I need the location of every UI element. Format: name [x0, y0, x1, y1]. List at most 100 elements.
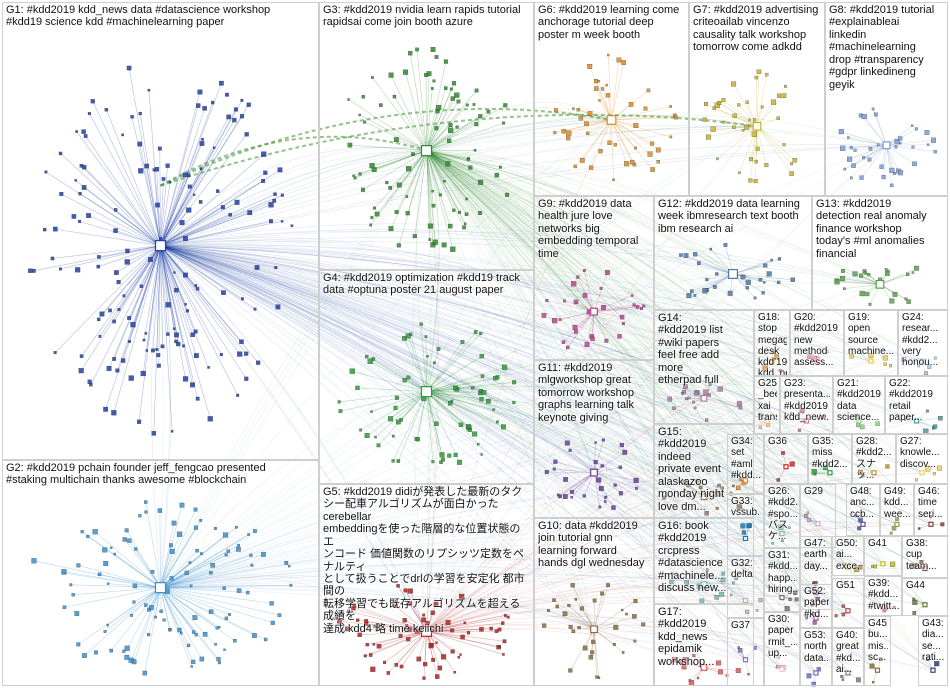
node [168, 628, 172, 632]
inter-group-edge [160, 245, 783, 598]
inter-group-edge [426, 538, 746, 632]
node [261, 178, 266, 183]
node [843, 167, 847, 171]
edge [861, 145, 887, 178]
node [407, 627, 412, 632]
edge [87, 536, 161, 588]
edge [593, 629, 635, 642]
node [50, 256, 55, 261]
group-box-g49: G49: kdd... wee... [880, 484, 914, 536]
inter-group-edge [160, 119, 612, 246]
node [138, 168, 144, 174]
node [465, 197, 468, 201]
node [193, 193, 196, 196]
edge [73, 587, 161, 596]
inter-group-edge [160, 245, 746, 481]
edge [160, 245, 197, 286]
node [478, 211, 482, 215]
edge [148, 587, 161, 635]
inter-group-edge [426, 391, 435, 632]
node [732, 125, 736, 129]
inter-group-edge [426, 150, 860, 422]
node [207, 416, 213, 422]
node [457, 655, 461, 659]
edge [390, 150, 427, 229]
node [466, 631, 471, 635]
node [716, 157, 719, 161]
edge [426, 150, 469, 160]
node [386, 671, 391, 675]
edge [703, 667, 728, 676]
inter-group-edge [426, 391, 932, 525]
edge [404, 338, 427, 392]
node [356, 618, 360, 622]
edge [586, 311, 595, 345]
inter-group-edge [426, 150, 705, 585]
node [347, 98, 350, 101]
node [184, 303, 187, 306]
edge [573, 283, 595, 312]
node [337, 400, 341, 404]
group-box-g19: G19: open source machine... [844, 310, 898, 376]
group-label-g41: G41 [868, 538, 887, 549]
inter-group-edge [160, 245, 917, 422]
inter-group-edge [426, 150, 817, 619]
node [463, 222, 467, 226]
edge [426, 630, 505, 642]
node [179, 502, 185, 508]
edge [851, 355, 872, 362]
inter-group-edge [426, 150, 819, 524]
edge [879, 274, 908, 285]
inter-group-edge [426, 150, 807, 422]
hub-node [154, 240, 167, 252]
node [391, 459, 395, 463]
inter-group-edge [160, 245, 884, 565]
group-box-g53: G53: north data... [800, 628, 832, 686]
inter-group-edge [426, 391, 705, 668]
node [128, 375, 134, 381]
inter-group-edge [160, 245, 773, 362]
inter-group-edge [426, 150, 923, 473]
node [96, 317, 101, 322]
edge [160, 220, 272, 246]
edge [160, 180, 264, 246]
edge [426, 150, 431, 227]
inter-group-edge [160, 245, 746, 660]
node [126, 65, 132, 71]
node [249, 553, 253, 557]
edge [593, 295, 633, 312]
node [372, 643, 376, 646]
edge [339, 620, 427, 632]
node [754, 159, 758, 164]
node [199, 141, 205, 146]
edge [426, 150, 434, 245]
node [80, 530, 84, 534]
node [448, 401, 453, 406]
node [630, 159, 635, 165]
group-label-g14: G14: #kdd2019 list #wiki papers feel fre… [658, 312, 723, 387]
edge [593, 600, 595, 630]
node [52, 226, 58, 232]
node-layer [28, 47, 945, 687]
node [82, 165, 87, 170]
inter-group-edge [160, 245, 934, 671]
node [426, 354, 429, 358]
node [371, 167, 377, 173]
node [214, 527, 217, 530]
edge [142, 245, 161, 374]
inter-group-edge [160, 573, 817, 593]
node [110, 546, 113, 549]
edge [160, 587, 220, 663]
edge [591, 311, 595, 337]
node [607, 140, 612, 145]
node [144, 603, 148, 607]
inter-group-edge [160, 245, 817, 674]
group-box-g11: G11: #kdd2019 mlgworkshop great tomorrow… [534, 360, 654, 518]
node [120, 358, 126, 363]
group-box-g24: G24: resear... #kdd2... very honou... [898, 310, 948, 376]
node [43, 227, 47, 232]
edge [593, 472, 637, 481]
inter-group-edge [426, 391, 898, 525]
inter-group-edge [160, 472, 595, 588]
hub-node [154, 582, 167, 594]
